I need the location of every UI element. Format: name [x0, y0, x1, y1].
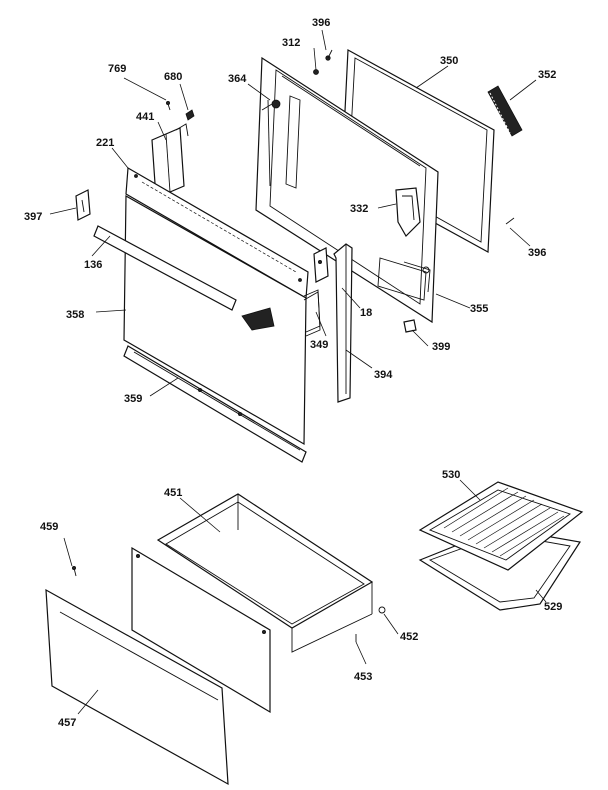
part-451-drawer-body: [156, 493, 374, 653]
part-332-bracket: [395, 187, 421, 237]
part-358-outer-door: [123, 194, 321, 446]
label-769: 769: [108, 63, 126, 75]
label-396-lower: 396: [528, 247, 546, 259]
label-530: 530: [442, 469, 460, 481]
part-312-screw: [313, 49, 333, 75]
part-680-clip: [185, 109, 195, 121]
label-680: 680: [164, 71, 182, 83]
label-18: 18: [360, 307, 372, 319]
part-355-door-liner: [255, 56, 439, 324]
part-18-hinge-bracket: [313, 247, 329, 283]
part-459-screw: [72, 566, 77, 577]
label-394: 394: [374, 369, 393, 381]
part-352-gasket: [487, 85, 523, 137]
label-529: 529: [544, 601, 562, 613]
label-457: 457: [58, 717, 76, 729]
part-769-screw: [165, 101, 171, 111]
part-530-broiler-grid: [418, 481, 584, 571]
part-397-latch: [75, 189, 91, 221]
label-221: 221: [96, 137, 114, 149]
part-136-door-handle: [93, 225, 237, 311]
label-399: 399: [432, 341, 450, 353]
part-396-screw-lower: [505, 217, 515, 225]
label-396-top: 396: [312, 17, 330, 29]
label-459: 459: [40, 521, 58, 533]
label-355: 355: [470, 303, 488, 315]
label-352: 352: [538, 69, 556, 81]
label-452: 452: [400, 631, 418, 643]
part-394-side-trim: [333, 243, 353, 403]
label-312: 312: [282, 37, 300, 49]
part-399-clip: [403, 319, 417, 333]
label-136: 136: [84, 259, 102, 271]
part-457-drawer-front: [45, 588, 229, 786]
label-350: 350: [440, 55, 458, 67]
label-358: 358: [66, 309, 84, 321]
part-labels: 769 680 441 221 397 136 358 359 349 394 …: [24, 17, 562, 729]
part-441-hinge: [151, 123, 189, 199]
label-453: 453: [354, 671, 372, 683]
part-349-trim-strip: [303, 289, 321, 337]
label-364: 364: [228, 73, 247, 85]
label-451: 451: [164, 487, 182, 499]
label-441: 441: [136, 111, 154, 123]
label-332: 332: [350, 203, 368, 215]
label-397: 397: [24, 211, 42, 223]
label-349: 349: [310, 339, 328, 351]
part-364-bumper: [261, 99, 281, 111]
part-452-fastener: [378, 606, 386, 614]
part-359-bottom-trim: [123, 345, 307, 463]
leader-lines: [49, 29, 547, 715]
part-drawer-inner-front: [131, 546, 271, 714]
label-359: 359: [124, 393, 142, 405]
